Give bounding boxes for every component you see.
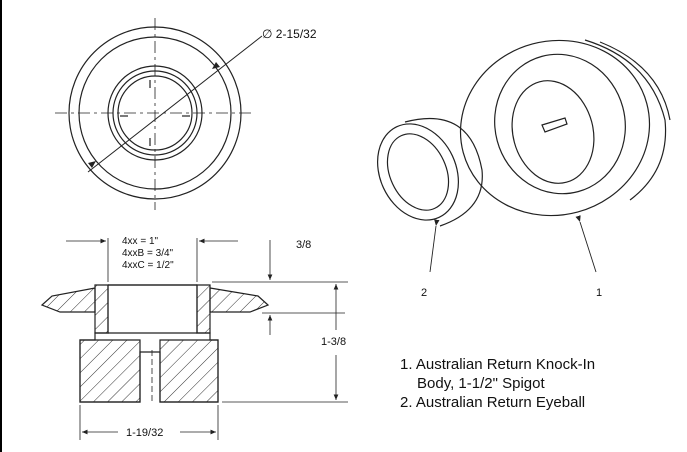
body-spigot-edge: [584, 39, 667, 201]
parts-list-item-2: 2. Australian Return Eyeball: [400, 394, 586, 411]
size-line-1: 4xx = 1": [122, 236, 159, 247]
overall-height-dimension: 1-3/8: [321, 336, 347, 348]
eyeball-illustration: [376, 117, 483, 273]
diameter-value: 2-15/32: [275, 27, 317, 41]
body-bore: [511, 80, 595, 184]
left-spigot: [79, 339, 141, 403]
base-width-dimension: 1-19/32: [126, 427, 164, 439]
size-table: 4xx = 1" 4xxB = 3/4" 4xxC = 1/2": [122, 236, 174, 272]
parts-list-item-1-cont: Body, 1-1/2" Spigot: [417, 375, 545, 392]
top-offset-dimension: 3/8: [296, 239, 312, 251]
section-view: [40, 238, 348, 440]
eyeball-callout-number: 2: [421, 287, 428, 299]
diameter-leader: [87, 35, 263, 173]
eyeball-inner-rim: [386, 133, 450, 211]
size-line-3: 4xxC = 1/2": [122, 260, 174, 271]
body-flange-inner: [494, 53, 626, 195]
parts-list: 1. Australian Return Knock-In Body, 1-1/…: [400, 355, 595, 412]
right-flange: [209, 287, 270, 313]
diameter-label: ∅ 2-15/32: [262, 25, 317, 44]
size-line-2: 4xxB = 3/4": [122, 248, 174, 259]
body-tab: [541, 117, 568, 133]
eyeball-callout-leader: [429, 219, 440, 273]
top-view: [55, 18, 263, 210]
right-spigot: [159, 339, 219, 403]
left-flange: [40, 287, 96, 313]
parts-list-item-1: 1. Australian Return Knock-In: [400, 356, 596, 373]
knock-in-body-illustration: [459, 39, 671, 273]
eyeball-sphere: [404, 117, 483, 227]
body-callout-leader: [575, 215, 597, 273]
diameter-symbol: ∅: [262, 27, 273, 41]
body-callout-number: 1: [596, 287, 603, 299]
eyeball-outer-rim: [376, 123, 460, 221]
sheet-border: [0, 0, 2, 452]
body-flange-outer: [459, 39, 651, 217]
